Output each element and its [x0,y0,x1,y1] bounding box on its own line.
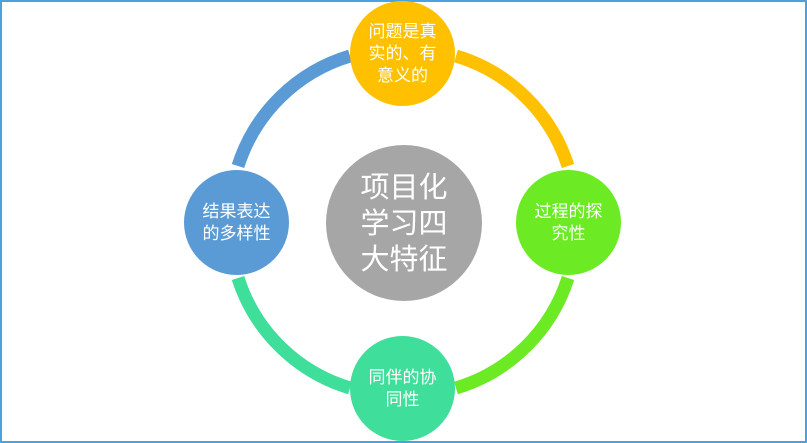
node-left-label: 结果表达 的多样性 [202,201,271,244]
arc-top-to-right [454,49,575,169]
arc-bottom-to-left [231,275,352,395]
arc-left-to-top [231,49,352,169]
node-right-label: 过程的探 究性 [534,201,603,244]
node-top-label: 问题是真 实的、有 意义的 [368,21,437,86]
node-right: 过程的探 究性 [516,170,621,275]
center-node-label: 项目化 学习四 大特征 [360,170,448,276]
node-bottom: 同伴的协 同性 [350,336,455,441]
node-bottom-label: 同伴的协 同性 [368,367,437,410]
node-top: 问题是真 实的、有 意义的 [350,1,455,106]
node-left: 结果表达 的多样性 [184,170,289,275]
center-node: 项目化 学习四 大特征 [326,145,482,301]
arc-right-to-bottom [454,275,575,395]
